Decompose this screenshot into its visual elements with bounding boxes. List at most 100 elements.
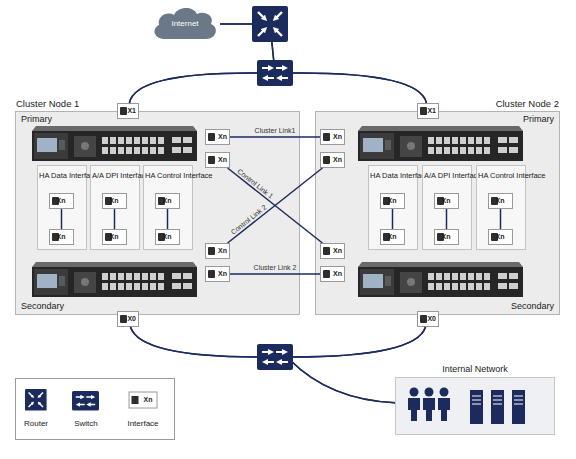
node-title: Xn: [104, 231, 124, 243]
interface-port: Xn: [205, 266, 230, 282]
port-icon: [208, 156, 215, 164]
interface-group: HA Data InterfaceXnXn: [37, 165, 87, 250]
interface-group: HA Control InterfaceXnXn: [476, 165, 526, 250]
node-title: Cluster Node 2: [496, 98, 559, 109]
node-title: Xn: [382, 195, 402, 207]
link-line: [290, 327, 426, 403]
link-line: [167, 209, 169, 229]
node-title: Xn: [382, 231, 402, 243]
interface-port: X1: [417, 103, 439, 119]
node-title: Xn: [490, 195, 510, 207]
cluster-node: Cluster Node 1PrimarySecondaryX1XnXnHA D…: [15, 111, 300, 315]
node-title: X0: [127, 313, 136, 325]
node-title: Xn: [218, 268, 227, 280]
port-icon: [323, 270, 330, 278]
port-icon: [208, 247, 215, 255]
port-icon: [120, 107, 127, 115]
link-line: [228, 168, 323, 243]
router-symbol: [252, 6, 288, 42]
interface-port: Xn: [155, 229, 180, 245]
node-title: HA Control Interface: [145, 171, 191, 180]
router-symbol: [25, 389, 47, 411]
node-title: Internal Network: [396, 364, 554, 375]
link-line: [230, 136, 320, 138]
interface-port: X0: [117, 311, 139, 327]
port-icon: [420, 107, 427, 115]
interface-group: A/A DPI InterfaceXnXn: [90, 165, 140, 250]
node-title: HA Data Interface: [370, 171, 416, 180]
node-title: Xn: [333, 154, 342, 166]
interface-port: Xn: [49, 229, 74, 245]
node-title: Xn: [218, 154, 227, 166]
server-icon: [512, 390, 525, 424]
interface-port: Xn: [205, 129, 230, 145]
node-title: X1: [427, 105, 436, 117]
node-title: Xn: [218, 131, 227, 143]
port-icon: [420, 315, 427, 323]
node-title: X1: [127, 105, 136, 117]
internet-cloud: Internet: [150, 4, 220, 44]
link-line: [230, 273, 320, 275]
user-icon: [438, 388, 450, 422]
node-title: A/A DPI Interface: [424, 171, 470, 180]
link-line: [114, 209, 116, 229]
node-title: Xn: [157, 231, 177, 243]
node-title: Xn: [51, 195, 71, 207]
node-title: Xn: [490, 231, 510, 243]
firewall-appliance: [358, 262, 523, 297]
firewall-appliance: [358, 126, 523, 161]
interface-port: Xn: [320, 266, 345, 282]
interface-port: Xn: [488, 229, 513, 245]
node-title: Xn: [157, 195, 177, 207]
interface-port: X1: [117, 103, 139, 119]
node-text: Secondary: [21, 301, 64, 312]
port-icon: [323, 133, 330, 141]
interface-port: Xn: [488, 193, 513, 209]
node-title: Xn: [218, 245, 227, 257]
interface-port: Xn: [380, 193, 405, 209]
interface-port: Xn: [205, 152, 230, 168]
cluster-node: Cluster Node 2PrimarySecondaryX1XnXnHA D…: [315, 111, 560, 315]
interface-port: Xn: [155, 193, 180, 209]
node-title: HA Data Interface: [39, 171, 85, 180]
port-icon: [132, 396, 139, 404]
interface-group: A/A DPI InterfaceXnXn: [422, 165, 472, 250]
node-title: Xn: [436, 231, 456, 243]
interface-group: HA Data InterfaceXnXn: [368, 165, 418, 250]
port-icon: [323, 156, 330, 164]
interface-port: Xn: [102, 193, 127, 209]
switch-symbol: [257, 344, 293, 370]
interface-port: Xn: [320, 152, 345, 168]
internal-network: Internal Network: [395, 377, 555, 435]
interface-port: Xn: [49, 193, 74, 209]
link-line: [131, 327, 396, 403]
switch-symbol: [72, 391, 99, 411]
interface-port: Xn: [102, 229, 127, 245]
node-title: HA Control Interface: [478, 171, 524, 180]
node-text: Secondary: [511, 301, 554, 312]
firewall-appliance: [32, 262, 197, 297]
node-title: Xn: [436, 195, 456, 207]
node-title: Xn: [333, 245, 342, 257]
link-line: [446, 209, 448, 229]
node-title: Xn: [51, 231, 71, 243]
link-line: [129, 24, 275, 103]
node-text: Primary: [21, 114, 52, 125]
node-title: Xn: [333, 268, 342, 280]
node-title: Xn: [333, 131, 342, 143]
user-icon: [423, 388, 435, 422]
node-title: X0: [427, 313, 436, 325]
link-line: [392, 209, 394, 229]
interface-port: X0: [417, 311, 439, 327]
port-icon: [323, 247, 330, 255]
link-line: [61, 209, 63, 229]
interface-port: Xn: [205, 243, 230, 259]
port-icon: [208, 133, 215, 141]
interface-port: Xn: [320, 129, 345, 145]
link-line: [500, 209, 502, 229]
server-icon: [491, 390, 504, 424]
port-icon: [208, 270, 215, 278]
link-line: [220, 24, 426, 103]
